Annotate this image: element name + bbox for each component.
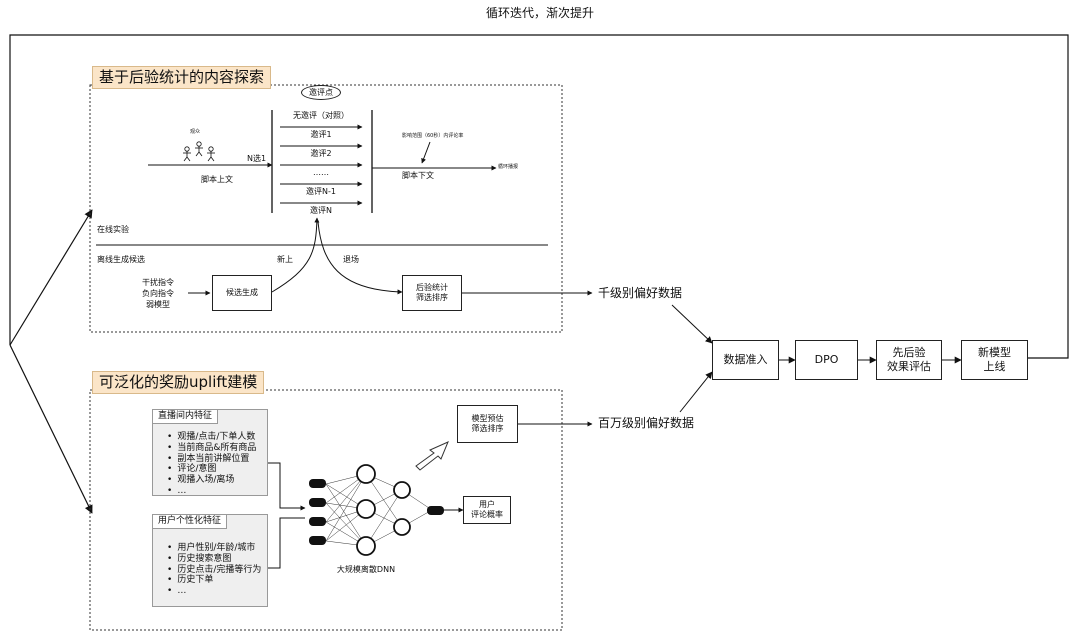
live-features-panel: 直播间内特征 观播/点击/下单人数 当前商品&所有商品 副本当前讲解位置 评论/… (152, 409, 268, 496)
posterior-box-line: 后验统计 (416, 283, 448, 292)
eval-option: 邀评2 (310, 149, 332, 158)
eval-option: 无邀评（对照） (293, 111, 349, 120)
eval-option: …… (313, 168, 329, 177)
live-feature-item: 副本当前讲解位置 (167, 454, 256, 465)
n-choose-1-label: N选1 (247, 154, 267, 163)
eval-box-line: 先后验 (892, 346, 926, 360)
script-upper-label: 脚本上文 (201, 175, 233, 184)
section2-frame (89, 389, 563, 631)
eval-option: 邀评N (310, 206, 332, 215)
thousand-data-label: 千级别偏好数据 (598, 286, 683, 300)
exit-label: 退场 (343, 255, 359, 264)
input-instruction: 负向指令 (142, 289, 174, 298)
model-box-line: 筛选排序 (471, 424, 504, 433)
deploy-box: 新模型 上线 (961, 340, 1028, 380)
user-feature-item: 历史下单 (167, 575, 261, 586)
model-box: 模型预估 筛选排序 (457, 405, 518, 443)
user-feature-item: … (167, 586, 261, 597)
model-box-line: 模型预估 (471, 414, 504, 423)
live-feature-item: … (167, 486, 256, 497)
data-access-label: 数据准入 (723, 353, 768, 367)
loop-back-line (9, 34, 1069, 359)
hollow-up-arrow (415, 441, 449, 471)
dpo-box: DPO (795, 340, 858, 380)
exit-curve (317, 221, 403, 295)
branch-arrow-top (9, 209, 93, 346)
live-feature-item: 当前商品&所有商品 (167, 443, 256, 454)
user-features-panel: 用户个性化特征 用户性别/年龄/城市 历史搜索意图 历史点击/完播等行为 历史下… (152, 514, 268, 607)
dpo-label: DPO (814, 353, 839, 367)
deploy-box-line: 新模型 (978, 346, 1011, 360)
loop-label: 循环迭代，渐次提升 (485, 6, 595, 20)
user-feature-item: 用户性别/年龄/城市 (167, 543, 261, 554)
section2-title: 可泛化的奖励uplift建模 (92, 371, 265, 394)
million-to-access-arrow (679, 371, 713, 413)
audience-icon (183, 141, 215, 162)
eval-point-oval: 邀评点 (301, 85, 341, 100)
script-lower-label: 脚本下文 (402, 171, 434, 180)
output-box-line: 评论概率 (471, 510, 503, 519)
posterior-box-line: 筛选排序 (416, 293, 448, 302)
user-features-title: 用户个性化特征 (152, 514, 228, 529)
data-access-box: 数据准入 (712, 340, 779, 380)
eval-box-line: 效果评估 (887, 360, 931, 373)
dnn-network (309, 464, 444, 556)
input-instruction: 弱模型 (146, 300, 170, 309)
eval-option: 邀评1 (310, 130, 332, 139)
eval-option: 邀评N-1 (306, 187, 336, 196)
candidate-box-label: 候选生成 (226, 288, 258, 297)
predict-note-arrow (421, 141, 431, 164)
live-feature-item: 评论/意图 (167, 464, 256, 475)
live-features-title: 直播间内特征 (152, 409, 219, 424)
thousand-to-access-arrow (671, 304, 713, 344)
dnn-label: 大规模离散DNN (336, 565, 396, 574)
offline-label: 离线生成候选 (97, 255, 145, 264)
audience-label: 观众 (190, 129, 201, 135)
posterior-box: 后验统计 筛选排序 (402, 275, 462, 311)
online-label: 在线实验 (97, 225, 129, 234)
branch-arrow-bottom (9, 344, 93, 514)
new-up-curve (271, 217, 320, 293)
user-features-connector (268, 517, 305, 569)
new-up-label: 新上 (277, 255, 293, 264)
live-feature-item: 观播入场/离场 (167, 475, 256, 486)
live-features-connector (268, 462, 306, 511)
live-feature-item: 观播/点击/下单人数 (167, 432, 256, 443)
input-instruction: 干扰指令 (142, 278, 174, 287)
section1-title: 基于后验统计的内容探索 (92, 66, 272, 89)
loop-play-label: 循环播报 (498, 164, 519, 170)
deploy-box-line: 上线 (983, 360, 1006, 373)
candidate-box: 候选生成 (212, 275, 272, 311)
user-feature-item: 历史搜索意图 (167, 554, 261, 565)
output-box-line: 用户 (479, 500, 495, 509)
output-box: 用户 评论概率 (463, 496, 511, 524)
eval-box: 先后验 效果评估 (876, 340, 942, 380)
million-data-label: 百万级别偏好数据 (598, 416, 695, 430)
predict-note: 影响范围（60秒）内评论率 (402, 133, 464, 139)
user-feature-item: 历史点击/完播等行为 (167, 565, 261, 576)
